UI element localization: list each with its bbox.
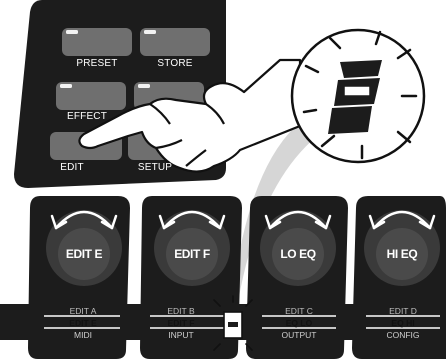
store-button-shape <box>140 28 210 56</box>
pointing-hand-icon <box>78 58 302 173</box>
mode-label: MIDI <box>74 330 92 340</box>
store-button[interactable]: STORE <box>157 58 193 69</box>
effect-button-shape <box>56 82 126 110</box>
mode-label: EDIT C <box>285 306 313 316</box>
mode-label: INPUT <box>168 330 194 340</box>
setup-button[interactable]: SETUP <box>137 162 173 173</box>
mode-label: CONFIG <box>386 330 420 340</box>
seven-segment-display-icon <box>290 28 426 164</box>
mode-label-active: EDIT E <box>69 318 97 328</box>
knob-2-label[interactable]: EDIT F <box>174 247 210 261</box>
knob-3-label[interactable]: LO EQ <box>280 247 316 261</box>
mode-label-active: EQ HI <box>391 318 415 328</box>
knob-4-label[interactable]: HI EQ <box>386 247 418 261</box>
mode-label: EDIT A <box>69 306 97 316</box>
rotate-arrow-icon <box>50 210 118 230</box>
edit-button[interactable]: EDIT <box>60 162 84 173</box>
mode-label: OUTPUT <box>281 330 317 340</box>
rotate-arrow-icon <box>264 210 332 230</box>
mode-strip <box>0 304 446 340</box>
preset-button-shape <box>62 28 132 56</box>
knob-1-label[interactable]: EDIT E <box>65 247 103 261</box>
preset-button[interactable]: PRESET <box>76 58 118 69</box>
mode-label: EDIT D <box>389 306 417 316</box>
rotate-arrow-icon <box>368 210 436 230</box>
mode-label-active: EDIT F <box>167 318 195 328</box>
small-display-indicator-icon <box>213 295 253 351</box>
rotate-arrow-icon <box>158 210 226 230</box>
effect-button[interactable]: EFFECT <box>66 111 108 122</box>
mode-label-active: EQ LO <box>285 318 313 328</box>
mode-label: EDIT B <box>167 306 195 316</box>
